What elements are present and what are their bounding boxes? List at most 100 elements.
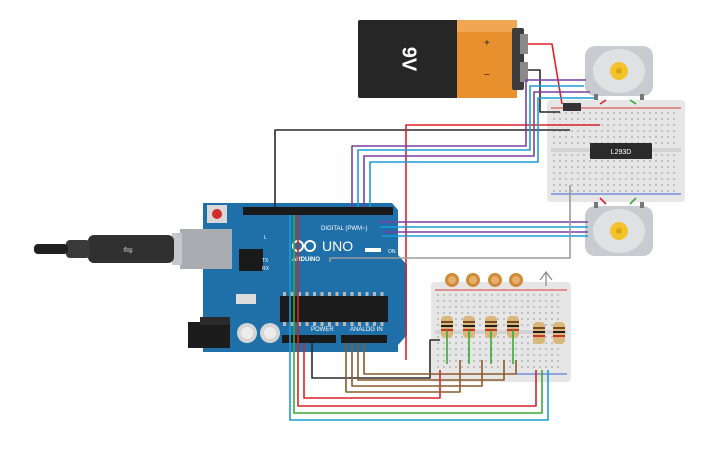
- breadboard-hole: [601, 178, 603, 180]
- breadboard-hole: [455, 300, 457, 302]
- breadboard-hole: [655, 118, 657, 120]
- breadboard-hole: [559, 160, 561, 162]
- breadboard-hole: [521, 354, 523, 356]
- l293d-chip[interactable]: L293D: [590, 143, 652, 159]
- breadboard-hole: [485, 300, 487, 302]
- breadboard-hole: [637, 160, 639, 162]
- breadboard-hole: [551, 312, 553, 314]
- breadboard-hole: [559, 154, 561, 156]
- breadboard-hole: [479, 318, 481, 320]
- breadboard-hole: [613, 190, 615, 192]
- breadboard-hole: [631, 178, 633, 180]
- breadboard-hole: [673, 142, 675, 144]
- breadboard-hole: [455, 318, 457, 320]
- breadboard-hole: [553, 142, 555, 144]
- analog-pin-header[interactable]: [341, 335, 387, 343]
- breadboard-hole: [601, 160, 603, 162]
- breadboard-hole: [449, 366, 451, 368]
- breadboard-hole: [601, 130, 603, 132]
- slide-switch[interactable]: [563, 103, 581, 111]
- breadboard-hole: [655, 184, 657, 186]
- power-pin-header[interactable]: [282, 335, 336, 343]
- breadboard-hole: [595, 190, 597, 192]
- chip-pin: [343, 322, 346, 326]
- power-led: [365, 248, 381, 252]
- breadboard-hole: [527, 300, 529, 302]
- breadboard-hole: [467, 300, 469, 302]
- chip-pin: [283, 322, 286, 326]
- breadboard-hole: [589, 172, 591, 174]
- breadboard-hole: [515, 342, 517, 344]
- breadboard-hole: [667, 124, 669, 126]
- breadboard-hole: [533, 300, 535, 302]
- battery-9v[interactable]: 9V + −: [358, 20, 528, 98]
- breadboard-hole: [539, 300, 541, 302]
- breadboard-hole: [467, 354, 469, 356]
- resistors[interactable]: [441, 316, 565, 344]
- breadboard-hole: [595, 118, 597, 120]
- breadboard-hole: [455, 306, 457, 308]
- led-icon[interactable]: [539, 271, 553, 286]
- breadboard-hole: [539, 318, 541, 320]
- breadboard-hole: [625, 184, 627, 186]
- breadboard-hole: [619, 160, 621, 162]
- usb-port[interactable]: [180, 229, 232, 269]
- breadboard-hole: [583, 172, 585, 174]
- breadboard-hole: [667, 130, 669, 132]
- breadboard-hole: [461, 360, 463, 362]
- breadboard-hole: [625, 166, 627, 168]
- arduino-uno-board[interactable]: ⇋ DIGITAL (PWM~) POWER ANALOG IN TX RX L…: [34, 203, 407, 352]
- breadboard-hole: [527, 360, 529, 362]
- resistor[interactable]: [533, 322, 545, 344]
- digital-header[interactable]: [243, 207, 393, 215]
- breadboard-hole: [661, 118, 663, 120]
- power-jack[interactable]: [188, 322, 230, 348]
- breadboard-hole: [461, 342, 463, 344]
- breadboard-hole: [595, 178, 597, 180]
- breadboard-hole: [553, 118, 555, 120]
- breadboard-hole: [551, 318, 553, 320]
- breadboard-hole: [455, 354, 457, 356]
- breadboard-hole: [557, 294, 559, 296]
- breadboard-hole: [673, 136, 675, 138]
- breadboard-hole: [551, 306, 553, 308]
- breadboard-hole: [443, 312, 445, 314]
- breadboard-hole: [565, 142, 567, 144]
- wires[interactable]: [274, 43, 637, 421]
- breadboard-hole: [667, 136, 669, 138]
- breadboard-driver[interactable]: L293D: [547, 100, 685, 202]
- photoresistor-row[interactable]: [445, 273, 523, 287]
- breadboard-hole: [557, 366, 559, 368]
- breadboard-hole: [655, 154, 657, 156]
- breadboard-hole: [649, 166, 651, 168]
- breadboard-hole: [437, 318, 439, 320]
- breadboard-hole: [571, 166, 573, 168]
- breadboard-hole: [485, 294, 487, 296]
- breadboard-hole: [571, 130, 573, 132]
- resistor[interactable]: [553, 322, 565, 344]
- breadboard-hole: [521, 342, 523, 344]
- breadboard-hole: [545, 360, 547, 362]
- dc-motor-top[interactable]: [585, 46, 653, 102]
- breadboard-hole: [637, 190, 639, 192]
- breadboard-hole: [545, 342, 547, 344]
- breadboard-hole: [577, 178, 579, 180]
- breadboard-hole: [607, 118, 609, 120]
- breadboard-hole: [497, 306, 499, 308]
- breadboard-hole: [497, 312, 499, 314]
- breadboard-hole: [443, 294, 445, 296]
- dc-motor-bottom[interactable]: [585, 200, 653, 256]
- usb-cable[interactable]: ⇋: [34, 235, 174, 263]
- breadboard-hole: [527, 366, 529, 368]
- battery-label: 9V: [398, 47, 420, 72]
- breadboard-hole: [673, 166, 675, 168]
- breadboard-hole: [673, 112, 675, 114]
- breadboard-hole: [619, 124, 621, 126]
- breadboard-hole: [437, 336, 439, 338]
- breadboard-hole: [655, 178, 657, 180]
- breadboard-hole: [539, 366, 541, 368]
- breadboard-hole: [643, 190, 645, 192]
- chip-pin: [358, 322, 361, 326]
- breadboard-hole: [449, 348, 451, 350]
- breadboard-hole: [485, 336, 487, 338]
